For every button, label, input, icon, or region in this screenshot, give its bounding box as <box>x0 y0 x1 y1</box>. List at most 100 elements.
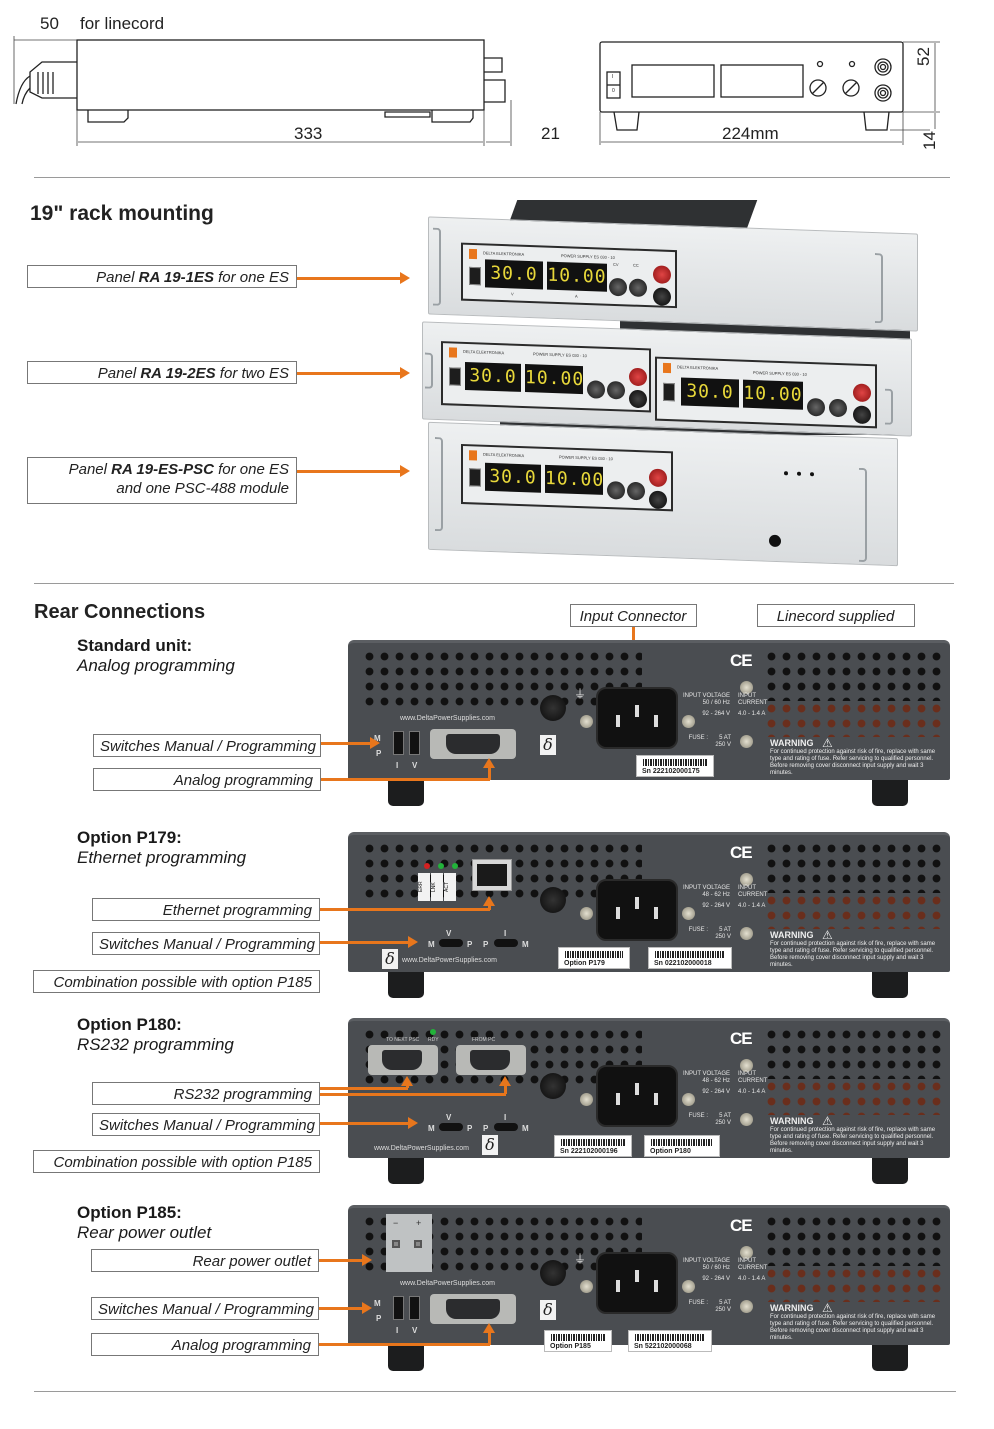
screw <box>682 715 695 728</box>
switch-i-slide <box>494 939 518 947</box>
rubber-foot <box>872 780 908 806</box>
switch-v-label: V <box>446 929 452 938</box>
current-display: 10.00 <box>547 261 607 292</box>
negative-terminal <box>649 490 667 510</box>
screw <box>580 715 593 728</box>
delta-logo: δ <box>540 735 556 755</box>
front-view-drawing <box>599 41 940 145</box>
arrow-head <box>483 1323 495 1333</box>
voltage-range: 92 - 264 V <box>702 1089 730 1095</box>
power-switch <box>469 266 481 286</box>
warning-triangle-icon: ⚠ <box>822 736 833 750</box>
sticker-text: Option P180 <box>650 1148 691 1155</box>
arrow-head <box>483 896 495 906</box>
current-range: 4.0 - 1.4 A <box>738 1276 766 1282</box>
arrow-head <box>362 1254 372 1266</box>
rear-callout: Combination possible with option P185 <box>33 970 320 993</box>
section-divider <box>34 177 950 178</box>
input-current-label2: CURRENT <box>738 1078 768 1084</box>
brand-label: DELTA ELEKTRONIKA <box>677 364 719 371</box>
height-dimension: 52 <box>914 47 933 66</box>
website-url: www.DeltaPowerSupplies.com <box>374 1145 469 1152</box>
switch-on-mark: I <box>612 74 614 80</box>
input-voltage-label: INPUT VOLTAGE <box>682 885 730 891</box>
screw <box>740 681 753 694</box>
iec-pin <box>635 1083 639 1095</box>
callout-arrow <box>319 1307 364 1310</box>
outlet-plus-label: + <box>416 1218 422 1228</box>
callout-arrow <box>320 1093 506 1096</box>
screw <box>682 1280 695 1293</box>
cv-label: CV <box>613 261 619 268</box>
delta-logo-icon <box>469 248 477 260</box>
es-front-panel: DELTA ELEKTRONIKA POWER SUPPLY ES 030 - … <box>461 242 677 309</box>
serial-sticker: Sn 222102000175 <box>636 755 714 777</box>
positive-terminal <box>649 468 667 488</box>
vent-holes <box>764 841 944 893</box>
input-voltage-label: INPUT VOLTAGE <box>682 693 730 699</box>
fuse-voltage: 250 V <box>715 1120 731 1126</box>
positive-terminal <box>653 265 671 284</box>
rack-handle <box>885 388 893 425</box>
fuse-value: 5 AT <box>719 1113 731 1119</box>
screw <box>580 1093 593 1106</box>
callout-prefix: Panel <box>97 365 141 382</box>
rubber-foot <box>388 972 424 998</box>
switch-i-label: I <box>396 1326 399 1335</box>
rear-callout: Switches Manual / Programming <box>93 734 321 757</box>
rj45-socket <box>477 864 507 886</box>
barcode <box>565 951 623 958</box>
callout-model: RA 19-2ES <box>140 365 216 382</box>
switch-i-rocker <box>393 1296 404 1320</box>
manual-label: M <box>522 940 529 949</box>
rack-panel-callout: Panel RA 19-ES-PSC for one ES and one PS… <box>27 457 297 504</box>
sticker-text: Sn 522102000068 <box>634 1343 692 1350</box>
switch-v-rocker <box>409 731 420 755</box>
switch-i-label: I <box>396 761 399 770</box>
db15-shell <box>446 734 500 754</box>
feet-dimension: 14 <box>920 131 939 150</box>
input-current-label2: CURRENT <box>738 1265 768 1271</box>
callout-arrow <box>297 470 402 473</box>
psc-led <box>797 471 801 476</box>
power-switch <box>469 468 481 487</box>
option-title: Option P179: <box>77 828 182 847</box>
manual-label: M <box>428 940 435 949</box>
current-range: 4.0 - 1.4 A <box>738 903 766 909</box>
vent-holes <box>764 1214 944 1266</box>
brand-label: DELTA ELEKTRONIKA <box>483 250 525 257</box>
callout-model: RA 19-ES-PSC <box>111 461 214 478</box>
fuse-voltage: 250 V <box>715 1307 731 1313</box>
voltage-knob <box>807 397 825 417</box>
iec-pin <box>654 907 658 919</box>
frequency-label: 48 - 62 Hz <box>702 1078 730 1084</box>
callout-prefix: Panel <box>68 461 112 478</box>
cc-label: CC <box>633 262 639 268</box>
current-knob <box>627 481 645 501</box>
arrow-head <box>401 1076 413 1086</box>
side-view-enclosure <box>76 39 485 111</box>
negative-terminal <box>653 287 671 306</box>
serial-sticker: Option P185 <box>544 1330 612 1352</box>
linecord-dimension-label: for linecord <box>80 14 165 33</box>
iec-pin <box>654 715 658 727</box>
iec-pin <box>654 1093 658 1105</box>
rdy-led <box>430 1029 436 1035</box>
rear-callout: Analog programming <box>93 768 321 791</box>
callout-arrow <box>406 1084 409 1088</box>
barcode <box>651 1139 713 1146</box>
rubber-foot <box>872 1158 908 1184</box>
linecord-dimension-value: 50 <box>40 14 59 33</box>
warning-text: For continued protection against risk of… <box>770 941 936 968</box>
power-switch <box>663 382 675 402</box>
input-current-label2: CURRENT <box>738 892 768 898</box>
screw <box>740 1300 753 1313</box>
rubber-foot <box>872 1345 908 1371</box>
rack-mount-photo: DELTA ELEKTRONIKA POWER SUPPLY ES 030 - … <box>420 195 920 570</box>
side-view-drawing <box>13 36 512 146</box>
fuse-holder <box>540 1073 566 1099</box>
rack-handle <box>425 352 433 389</box>
serial-sticker: Option P179 <box>558 947 630 969</box>
rubber-foot <box>388 780 424 806</box>
